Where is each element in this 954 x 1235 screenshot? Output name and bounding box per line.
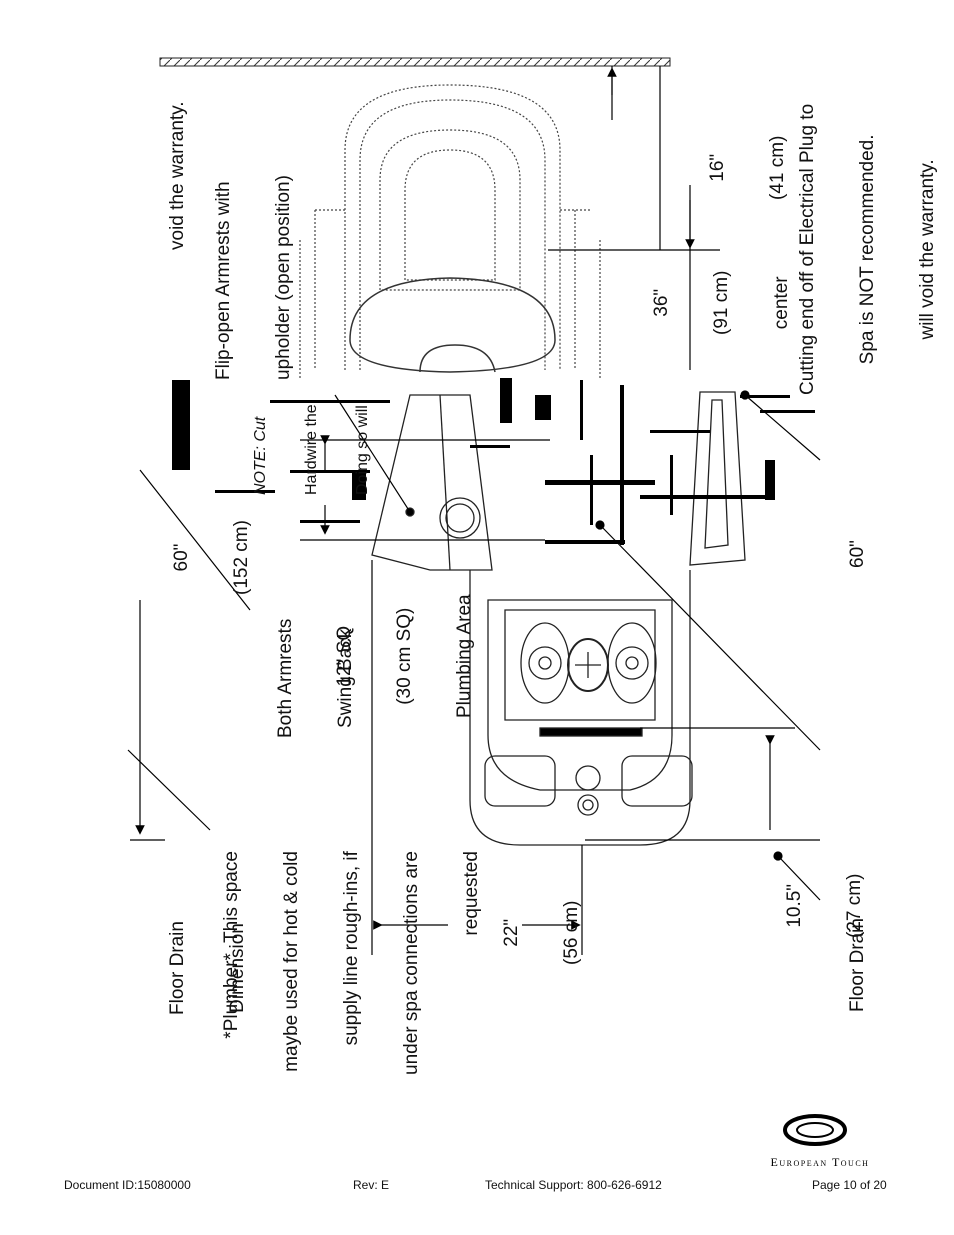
- label-line: Cutting end off of Electrical Plug to: [797, 103, 818, 395]
- brand-logo-mark: [783, 1114, 847, 1146]
- page-number: Page 10 of 20: [812, 1178, 887, 1192]
- label-line: Spa is NOT recommended.: [857, 134, 878, 365]
- plumber-note: *Plumber* This space maybe used for hot …: [182, 851, 502, 1075]
- side-dimension-label: 60": [808, 540, 888, 568]
- plumbing-area-label: 12" SQ (30 cm SQ) Plumbing Area: [295, 594, 495, 718]
- wall-hatch: [159, 57, 671, 67]
- brand-wordmark: European Touch: [770, 1155, 870, 1169]
- label-line: Plumbing Area: [454, 594, 475, 718]
- label-line: will void the warranty.: [917, 159, 938, 340]
- depth-dimension-label: 22" (56 cm): [462, 901, 602, 965]
- label-line: Flip-open Armrests with: [213, 181, 234, 380]
- label-line: 22": [501, 918, 522, 947]
- label-line: maybe used for hot & cold: [281, 851, 302, 1072]
- electrical-note: Cutting end off of Electrical Plug to Sp…: [758, 104, 954, 395]
- label-line: (30 cm SQ): [394, 607, 415, 705]
- label-line: (56 cm): [561, 900, 582, 965]
- label-line: Floor Drain: [847, 918, 868, 1012]
- armrest-left: [371, 394, 493, 571]
- scan-noise: [172, 378, 815, 545]
- tech-support: Technical Support: 800-626-6912: [485, 1178, 662, 1192]
- label-line: Both Armrests: [275, 618, 296, 738]
- label-line: Doing so will: [354, 405, 371, 495]
- label-line: supply line rough-ins, if: [341, 851, 362, 1046]
- hardwire-note: NOTE: Cut Hardwire the Doing so will: [218, 404, 388, 495]
- footbath-basin: [469, 570, 693, 846]
- label-line: upholder (open position): [273, 175, 294, 380]
- revision: Rev: E: [353, 1178, 390, 1192]
- label-line: under spa connections are: [401, 851, 422, 1075]
- dimension-lines: [127, 66, 821, 955]
- label-line: 16": [707, 153, 728, 182]
- label-line: 12" SQ: [334, 625, 355, 687]
- armrest-right: [689, 391, 746, 566]
- seat-cushion: [349, 277, 556, 373]
- label-line: 60": [847, 540, 868, 568]
- label-line: void the warranty.: [167, 101, 188, 250]
- label-line: (91 cm): [711, 270, 732, 335]
- label-line: 36": [651, 288, 672, 317]
- label-line: 10.5": [784, 883, 805, 928]
- label-line: Hardwire the: [303, 404, 320, 495]
- chair-outline: [299, 84, 601, 380]
- floor-drain-label: Floor Drain: [808, 918, 888, 1012]
- label-line: NOTE: Cut: [252, 416, 269, 495]
- width-dimension-label: 60" (152 cm): [132, 520, 272, 595]
- label-line: (152 cm): [231, 520, 252, 595]
- label-line: *Plumber* This space: [221, 851, 242, 1039]
- document-id: Document ID:15080000: [64, 1178, 191, 1192]
- warranty-top-label: void the warranty.: [128, 101, 208, 250]
- label-line: 60": [171, 543, 192, 572]
